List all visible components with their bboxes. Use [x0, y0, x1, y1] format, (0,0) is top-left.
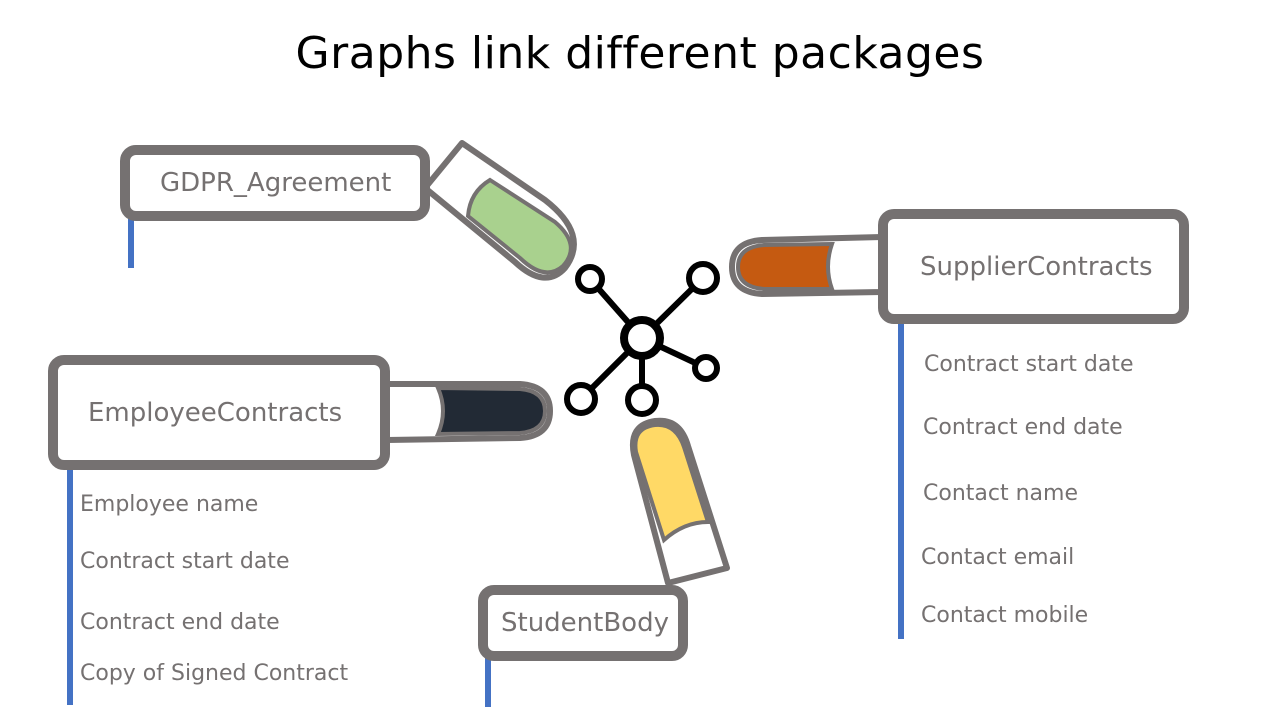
- employee-field: Copy of Signed Contract: [80, 661, 349, 686]
- employee-package-name: EmployeeContracts: [88, 397, 343, 428]
- gdpr-package-name: GDPR_Agreement: [160, 168, 392, 198]
- supplier-package-box[interactable]: SupplierContracts: [878, 209, 1189, 324]
- student-package-box[interactable]: StudentBody: [478, 585, 688, 661]
- supplier-connector-fill: [735, 241, 835, 291]
- gdpr-connector-fill: [465, 177, 573, 275]
- supplier-field: Contact name: [923, 481, 1078, 506]
- employee-field: Employee name: [80, 492, 259, 517]
- employee-package-box[interactable]: EmployeeContracts: [48, 355, 390, 470]
- page-title: Graphs link different packages: [295, 28, 985, 79]
- supplier-connector: [729, 234, 885, 297]
- supplier-field: Contact email: [921, 545, 1075, 570]
- student-connector-fill: [633, 422, 711, 544]
- gdpr-package-box[interactable]: GDPR_Agreement: [120, 145, 430, 221]
- supplier-field: Contract end date: [923, 415, 1123, 440]
- graph-network-icon: [564, 261, 720, 417]
- employee-field-line: [67, 460, 73, 705]
- employee-connector-fill: [434, 385, 548, 437]
- supplier-field-line: [898, 315, 904, 639]
- employee-connector: [384, 381, 553, 443]
- supplier-field: Contract start date: [924, 352, 1134, 377]
- gdpr-connector: [422, 140, 577, 281]
- employee-field: Contract end date: [80, 610, 280, 635]
- employee-field: Contract start date: [80, 549, 290, 574]
- student-connector: [630, 417, 730, 586]
- supplier-field: Contact mobile: [921, 603, 1089, 628]
- supplier-package-name: SupplierContracts: [920, 251, 1153, 282]
- student-package-name: StudentBody: [501, 608, 669, 638]
- gdpr-field-line: [128, 213, 134, 268]
- student-field-line: [485, 650, 491, 707]
